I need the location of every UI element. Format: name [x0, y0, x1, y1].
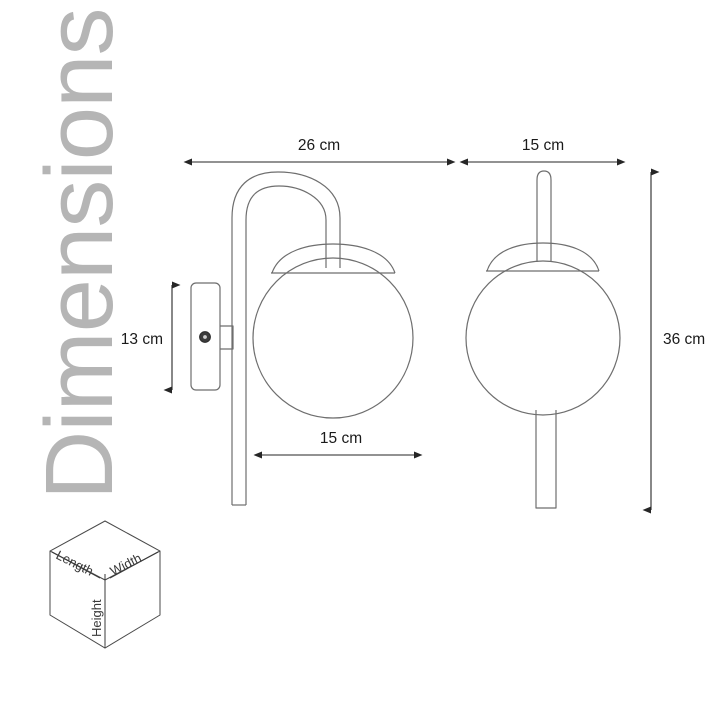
- arm-inner-contour: [245, 185, 327, 505]
- shade-cap-dome-front: [486, 242, 600, 272]
- shade-cap-dome-side: [271, 243, 396, 274]
- glass-globe-side: [252, 257, 414, 419]
- cube-length-label: Length: [54, 547, 96, 578]
- globe-diameter-label: 15 cm: [320, 430, 362, 447]
- total-height-label: 36 cm: [663, 331, 705, 348]
- wall-plate-bracket: [220, 325, 234, 350]
- cube-width-label: Width: [108, 550, 144, 578]
- arm-outer-contour: [231, 171, 341, 505]
- dimension-cube-icon: Length Width Height: [49, 520, 161, 649]
- dimension-globe-diameter: 15 cm: [253, 430, 423, 459]
- mounting-screw-inner: [203, 335, 207, 339]
- dimension-depth-top: 26 cm: [183, 137, 456, 166]
- width-top-label: 15 cm: [522, 137, 564, 154]
- dimension-plate-height: 13 cm: [121, 281, 181, 394]
- plate-height-label: 13 cm: [121, 331, 163, 348]
- glass-globe-front: [465, 260, 621, 416]
- cube-length-arrow: [51, 551, 101, 579]
- watermark-label: Dimensions: [26, 8, 133, 500]
- bottom-tube-front: [535, 410, 557, 509]
- cube-width-arrow: [109, 551, 159, 579]
- front-view-drawing: [465, 170, 621, 509]
- wall-plate: [190, 282, 221, 391]
- depth-top-label: 26 cm: [298, 137, 340, 154]
- side-view-drawing: [190, 171, 414, 506]
- watermark-dimensions: Dimensions: [26, 8, 133, 500]
- top-tube-front: [536, 170, 552, 262]
- cube-height-label: Height: [89, 599, 104, 637]
- dimension-width-top: 15 cm: [459, 137, 626, 166]
- dimension-total-height: 36 cm: [642, 168, 705, 514]
